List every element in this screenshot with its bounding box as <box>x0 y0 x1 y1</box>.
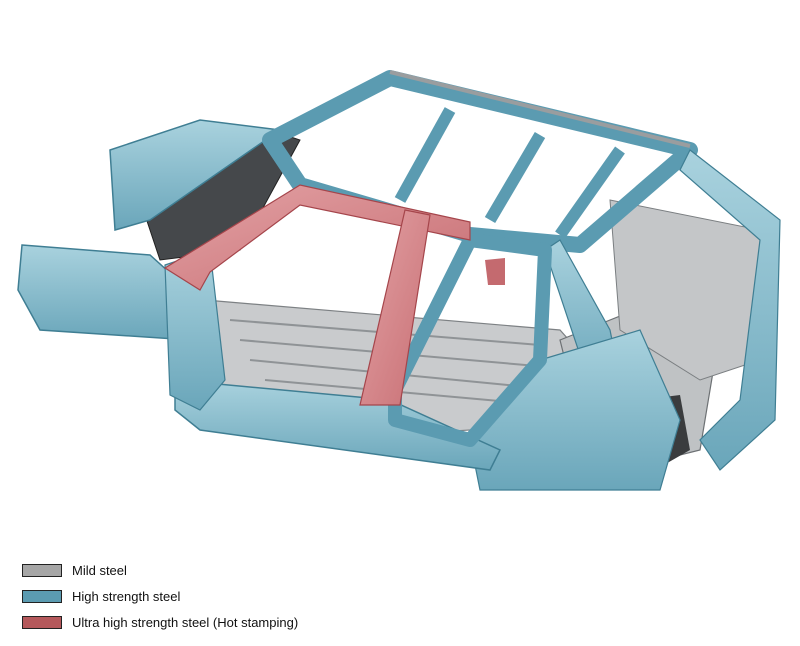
legend-label: Ultra high strength steel (Hot stamping) <box>72 614 299 630</box>
legend-item-ultra-high-strength-steel: Ultra high strength steel (Hot stamping) <box>22 612 298 632</box>
car-body-structure-illustration <box>17 70 781 491</box>
legend-swatch <box>22 589 62 603</box>
front-upper-member <box>109 119 283 231</box>
legend-label: Mild steel <box>72 562 127 578</box>
legend: Mild steel High strength steel Ultra hig… <box>22 560 298 638</box>
legend-swatch <box>22 615 62 629</box>
legend-swatch <box>22 563 62 577</box>
roof-cross-bow-1 <box>394 107 456 203</box>
b-pillar <box>359 209 431 406</box>
d-pillar-rear <box>679 149 781 471</box>
legend-item-mild-steel: Mild steel <box>22 560 298 580</box>
roof-cross-bow-3 <box>555 146 625 239</box>
roof-edge-mild <box>389 70 691 148</box>
rear-inner-panel <box>609 199 761 381</box>
roof-cross-bow-2 <box>484 131 546 224</box>
legend-item-high-strength-steel: High strength steel <box>22 586 298 606</box>
legend-label: High strength steel <box>72 588 181 604</box>
rear-red-bracket <box>485 258 505 285</box>
a-pillar-roof-rail <box>163 184 471 291</box>
